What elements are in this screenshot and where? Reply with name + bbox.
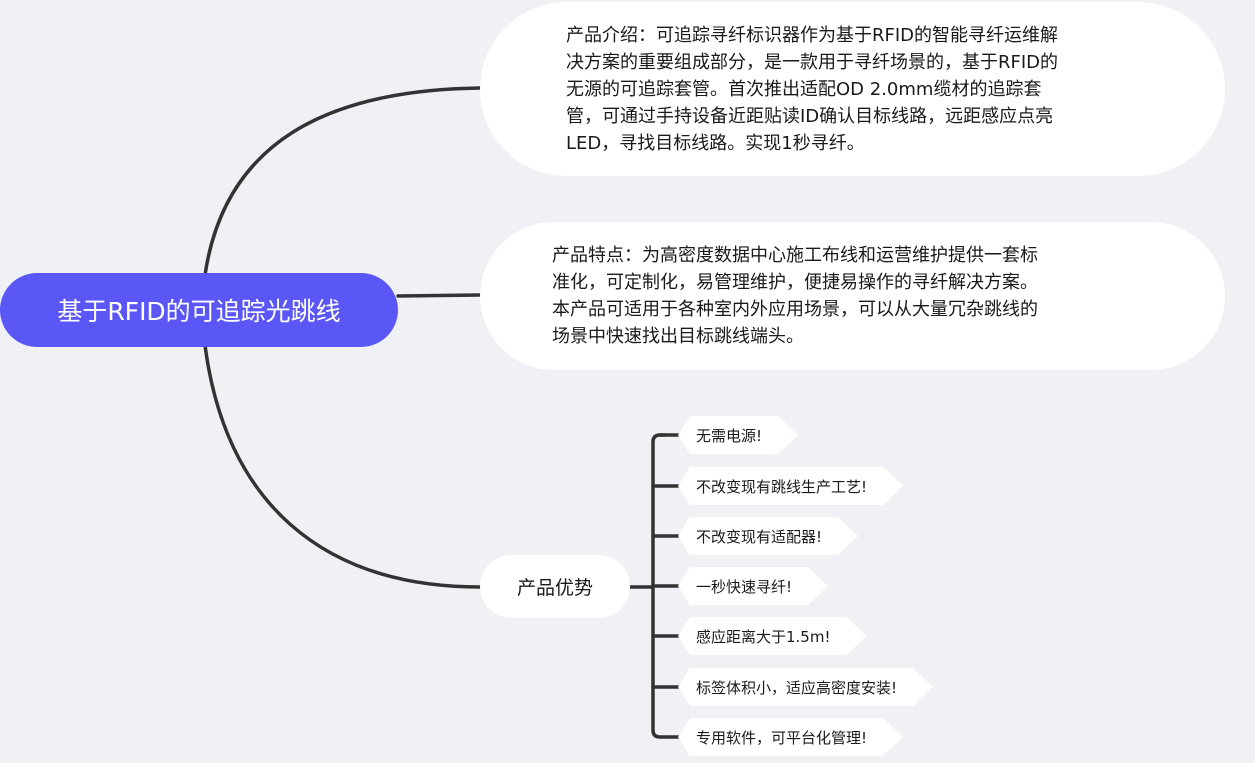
- advantages-label: 产品优势: [516, 577, 593, 599]
- features-line: 准化，可定制化，易管理维护，便捷易操作的寻纤解决方案。: [552, 272, 1038, 293]
- advantage-label: 一秒快速寻纤!: [696, 577, 793, 596]
- intro-line: LED，寻找目标线路。实现1秒寻纤。: [566, 133, 865, 154]
- root-node[interactable]: 基于RFID的可追踪光跳线: [0, 273, 398, 347]
- advantage-label: 感应距离大于1.5m!: [696, 627, 831, 646]
- features-node[interactable]: 产品特点：为高密度数据中心施工布线和运营维护提供一套标 准化，可定制化，易管理维…: [480, 222, 1225, 370]
- intro-text: 产品介绍：可追踪寻纤标识器作为基于RFID的智能寻纤运维解 决方案的重要组成部分…: [566, 22, 1058, 157]
- advantage-label: 专用软件，可平台化管理!: [696, 728, 868, 747]
- advantage-label: 不改变现有适配器!: [696, 527, 823, 546]
- advantage-item[interactable]: 无需电源!: [678, 416, 798, 454]
- features-line: 场景中快速找出目标跳线端头。: [552, 326, 804, 347]
- features-line: 本产品可适用于各种室内外应用场景，可以从大量冗杂跳线的: [552, 299, 1038, 320]
- advantage-label: 不改变现有跳线生产工艺!: [696, 477, 868, 496]
- advantage-label: 无需电源!: [696, 426, 763, 445]
- advantage-label: 标签体积小，适应高密度安装!: [696, 678, 898, 697]
- link-advantages: [203, 343, 482, 589]
- advantage-item[interactable]: 一秒快速寻纤!: [678, 567, 828, 605]
- root-label: 基于RFID的可追踪光跳线: [57, 297, 341, 326]
- intro-line: 产品介绍：可追踪寻纤标识器作为基于RFID的智能寻纤运维解: [566, 25, 1059, 46]
- intro-line: 决方案的重要组成部分，是一款用于寻纤场景的，基于RFID的: [566, 52, 1059, 73]
- intro-node[interactable]: 产品介绍：可追踪寻纤标识器作为基于RFID的智能寻纤运维解 决方案的重要组成部分…: [480, 2, 1225, 176]
- advantages-node[interactable]: 产品优势: [480, 555, 630, 618]
- advantage-item[interactable]: 标签体积小，适应高密度安装!: [678, 668, 933, 706]
- advantage-item[interactable]: 不改变现有跳线生产工艺!: [678, 467, 903, 505]
- advantage-item[interactable]: 不改变现有适配器!: [678, 517, 858, 555]
- link-intro: [203, 86, 482, 277]
- intro-line: 无源的可追踪套管。首次推出适配OD 2.0mm缆材的追踪套: [566, 79, 1042, 100]
- intro-line: 管，可通过手持设备近距贴读ID确认目标线路，远距感应点亮: [566, 106, 1054, 127]
- advantage-item[interactable]: 专用软件，可平台化管理!: [678, 718, 903, 756]
- link-features: [396, 293, 482, 298]
- features-text: 产品特点：为高密度数据中心施工布线和运营维护提供一套标 准化，可定制化，易管理维…: [552, 242, 1038, 350]
- advantage-item[interactable]: 感应距离大于1.5m!: [678, 617, 866, 655]
- features-line: 产品特点：为高密度数据中心施工布线和运营维护提供一套标: [552, 245, 1038, 266]
